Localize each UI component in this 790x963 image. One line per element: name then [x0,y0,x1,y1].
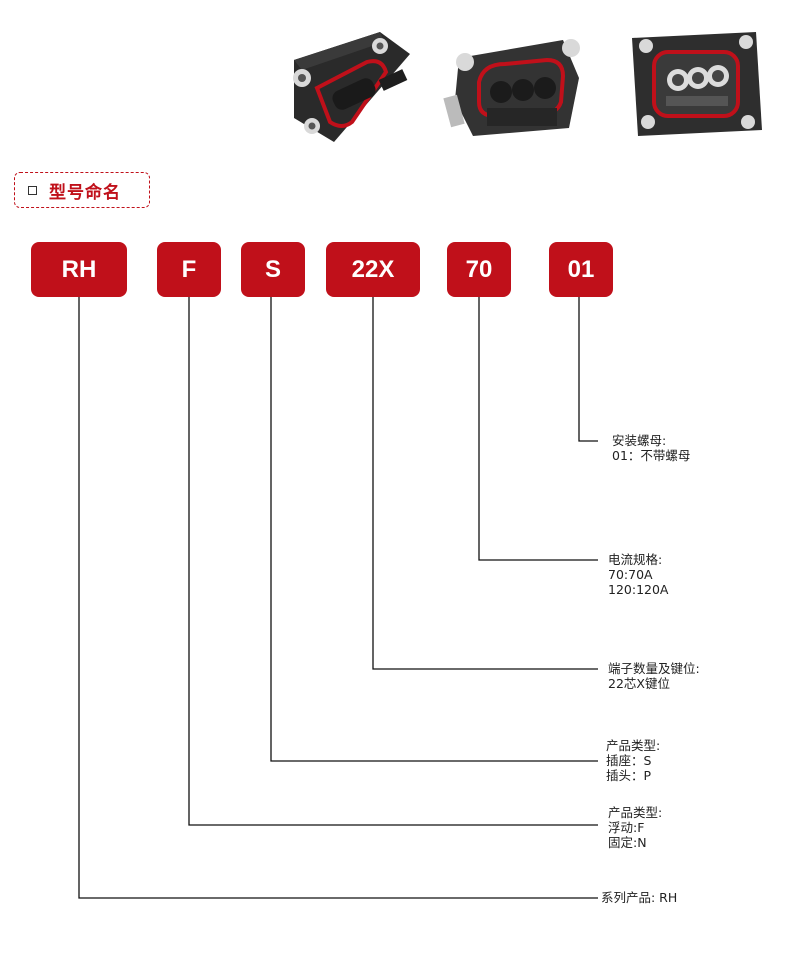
connector-image-2 [443,39,580,136]
desc-mount-title: 产品类型: [608,805,663,820]
checkbox-bullet-icon [28,185,37,195]
desc-terminals-title: 端子数量及键位: [608,661,700,676]
desc-gender-line: 插头：P [606,768,652,783]
leader-line-22x [372,297,598,670]
leader-line-01 [578,297,598,442]
leader-line-rh [78,297,598,899]
code-segment-rh: RH [31,242,127,297]
desc-terminals: 端子数量及键位: 22芯X键位 [608,661,700,691]
code-segment-22x: 22X [326,242,420,297]
code-segment-01: 01 [549,242,613,297]
desc-nut-line: 01：不带螺母 [612,448,691,463]
desc-nut: 安装螺母: 01：不带螺母 [612,433,690,463]
desc-gender-line: 插座：S [606,753,652,768]
desc-gender: 产品类型: 插座：S 插头：P [606,738,660,783]
code-segment-s: S [241,242,305,297]
connector-image-3 [632,32,762,136]
desc-terminals-line: 22芯X键位 [608,676,670,691]
desc-series-title: 系列产品: RH [601,890,678,905]
desc-mount-line: 固定:N [608,835,647,850]
desc-current-line: 120:120A [608,582,669,597]
leader-line-f [188,297,598,826]
code-segment-f: F [157,242,221,297]
connector-image-1 [293,32,410,142]
leader-line-s [270,297,598,762]
desc-mount-line: 浮动:F [608,820,645,835]
code-segment-70: 70 [447,242,511,297]
desc-gender-title: 产品类型: [606,738,661,753]
desc-current-title: 电流规格: [608,552,663,567]
desc-current: 电流规格: 70:70A 120:120A [608,552,668,597]
desc-mount: 产品类型: 浮动:F 固定:N [608,805,662,850]
section-title: 型号命名 [14,172,150,208]
desc-series: 系列产品: RH [601,890,677,905]
section-title-text: 型号命名 [49,182,121,203]
desc-nut-title: 安装螺母: [612,433,667,448]
desc-current-line: 70:70A [608,567,653,582]
leader-line-70 [478,297,598,561]
